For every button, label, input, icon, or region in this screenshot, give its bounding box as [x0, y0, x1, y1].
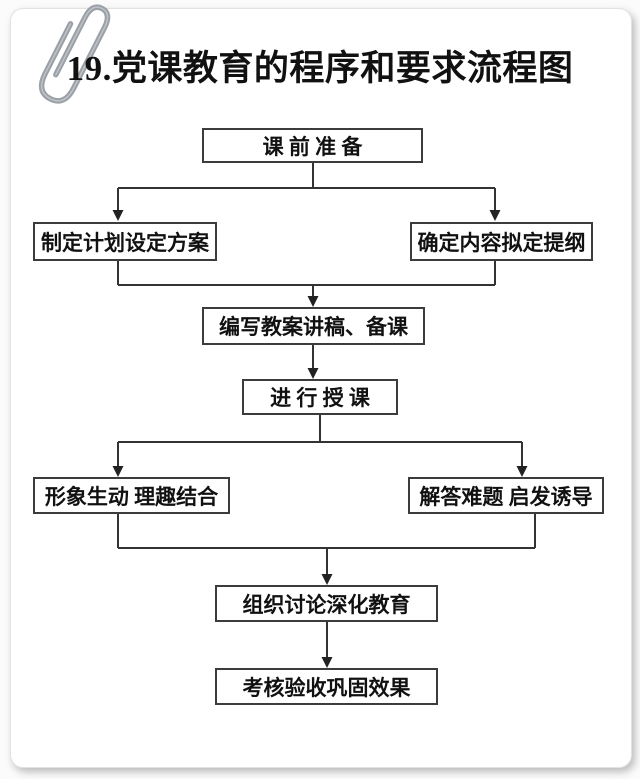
node-write-lesson-plan-prepare: 编写教案讲稿、备课: [202, 307, 425, 345]
node-conduct-lecture: 进 行 授 课: [242, 379, 398, 415]
node-determine-content-draft-outline: 确定内容拟定提纲: [410, 222, 593, 261]
node-make-plan-set-scheme: 制定计划设定方案: [33, 222, 217, 261]
paperclip-icon: [38, 4, 111, 104]
node-organize-discussion-deepen-education: 组织讨论深化教育: [215, 585, 438, 622]
page-title: 19.党课教育的程序和要求流程图: [66, 49, 574, 88]
node-vivid-imagery-reason-interest: 形象生动 理趣结合: [33, 477, 230, 514]
node-pre-class-preparation: 课 前 准 备: [202, 128, 423, 163]
node-answer-questions-inspire-guide: 解答难题 启发诱导: [408, 477, 604, 514]
node-assess-consolidate-results: 考核验收巩固效果: [215, 668, 438, 705]
